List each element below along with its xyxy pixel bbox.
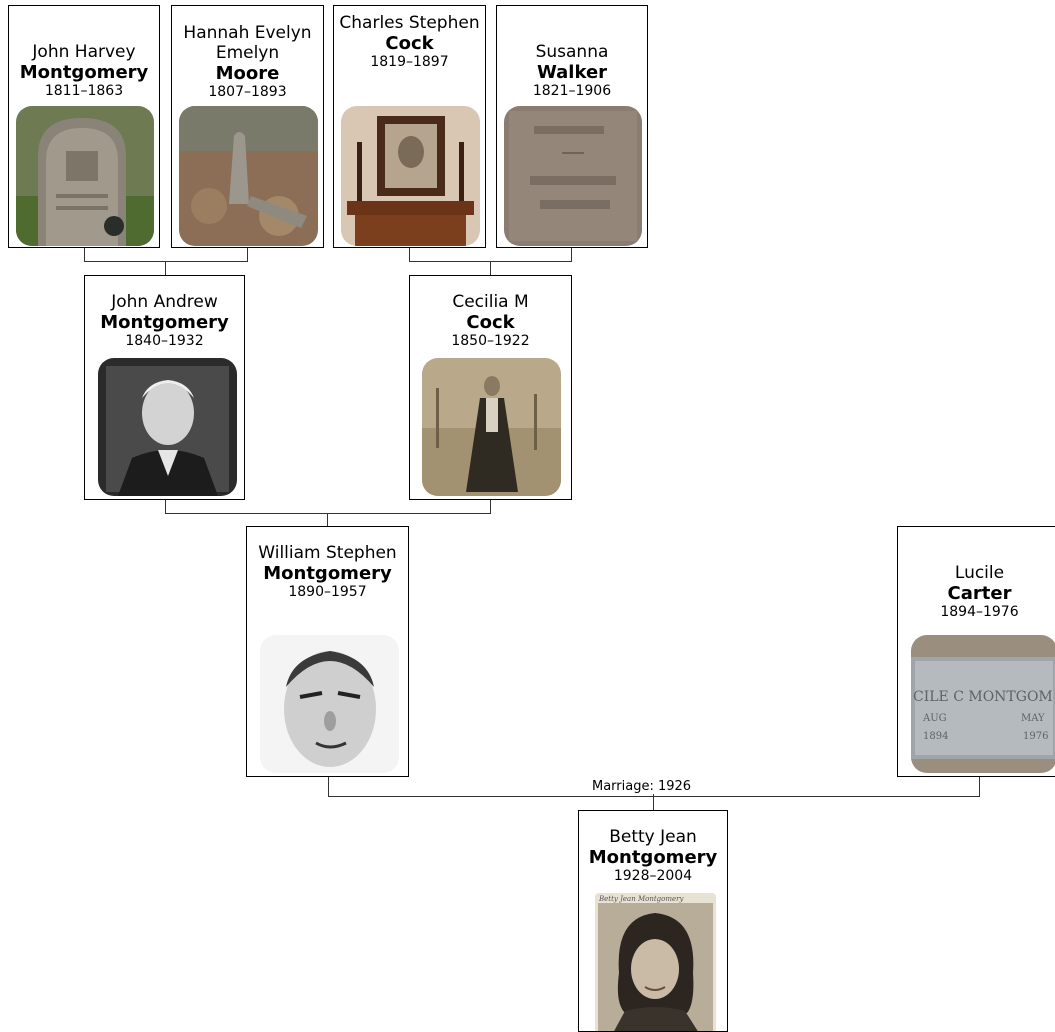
connector-line [571,247,572,262]
life-dates: 1890–1957 [288,584,367,600]
given-name: Susanna [535,42,609,62]
surname: Cock [385,33,434,54]
person-card-hannah-moore[interactable]: Hannah Evelyn Emelyn Moore 1807–1893 [171,5,324,248]
person-card-betty-montgomery[interactable]: Betty Jean Montgomery 1928–2004 Betty Je… [578,810,728,1032]
connector-line [979,776,980,797]
connector-line [165,261,166,276]
marker-inscription-year1: 1894 [923,731,948,742]
connector-line [84,247,85,262]
life-dates: 1811–1863 [44,83,124,99]
marker-inscription-year2: 1976 [1023,731,1048,742]
life-dates: 1928–2004 [613,868,693,884]
surname: Montgomery [19,62,149,83]
connector-line [490,261,491,276]
life-dates: 1894–1976 [940,604,1019,620]
given-name: Cecilia M [452,292,529,312]
given-name: John Andrew [111,292,218,312]
person-card-lucile-carter[interactable]: Lucile Carter 1894–1976 CILE C MONTGOM A… [897,526,1055,777]
life-dates: 1819–1897 [370,54,449,70]
surname: Moore [215,63,280,84]
surname: Montgomery [100,312,229,333]
gravestone-photo [504,106,642,246]
grave-site-photo [179,106,318,246]
marker-inscription-name: CILE C MONTGOM [913,689,1053,705]
gravestone-photo [16,106,154,246]
surname: Montgomery [588,847,718,868]
life-dates: 1850–1922 [451,333,530,349]
signature-text: Betty Jean Montgomery [598,895,684,903]
given-name: Lucile [954,563,1005,583]
connector-line [409,247,410,262]
connector-line [328,796,980,797]
life-dates: 1821–1906 [532,83,612,99]
surname: Cock [466,312,515,333]
surname: Montgomery [263,563,392,584]
person-card-john-harvey-montgomery[interactable]: John Harvey Montgomery 1811–1863 [8,5,160,248]
given-name: William Stephen [258,543,397,563]
marker-inscription-aug: AUG [922,713,947,724]
life-dates: 1840–1932 [125,333,204,349]
person-card-john-andrew-montgomery[interactable]: John Andrew Montgomery 1840–1932 [84,275,245,500]
given-name: Betty Jean [609,827,697,847]
portrait-photo: Betty Jean Montgomery [595,893,716,1031]
connector-line [247,247,248,262]
connector-line [84,261,248,262]
given-name: Hannah Evelyn Emelyn [183,23,312,63]
surname: Walker [536,62,608,83]
surname: Carter [947,583,1012,604]
marriage-label: Marriage: 1926 [590,779,694,794]
connector-line [490,499,491,514]
standing-woman-photo [422,358,561,496]
connector-line [327,513,328,527]
grave-marker-photo: CILE C MONTGOM AUG MAY 1894 1976 [911,635,1055,773]
person-card-charles-cock[interactable]: Charles Stephen Cock 1819–1897 [333,5,486,248]
life-dates: 1807–1893 [208,84,287,100]
connector-line [653,783,654,811]
person-card-susanna-walker[interactable]: Susanna Walker 1821–1906 [496,5,648,248]
portrait-photo [260,635,399,773]
framed-portrait-photo [341,106,480,246]
connector-line [328,776,329,797]
marker-inscription-may: MAY [1021,713,1045,724]
given-name: Charles Stephen [339,13,480,33]
connector-line [165,513,491,514]
connector-line [165,499,166,514]
person-card-william-montgomery[interactable]: William Stephen Montgomery 1890–1957 [246,526,409,777]
given-name: John Harvey [32,42,136,62]
person-card-cecilia-cock[interactable]: Cecilia M Cock 1850–1922 [409,275,572,500]
portrait-photo [98,358,237,496]
